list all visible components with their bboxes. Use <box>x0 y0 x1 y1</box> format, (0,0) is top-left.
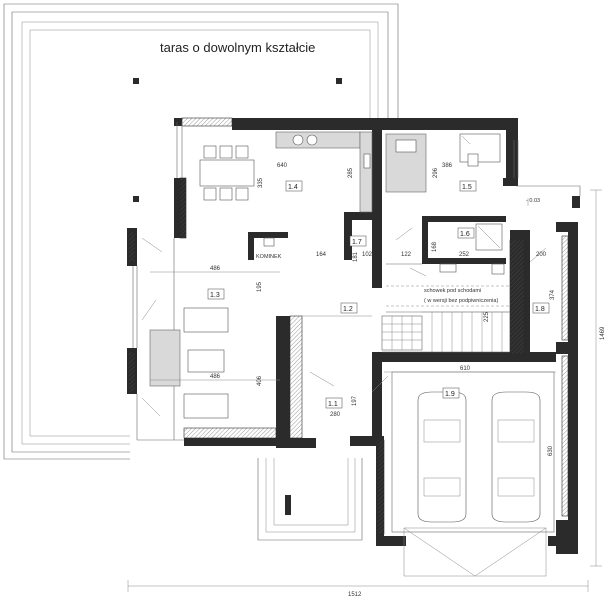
fireplace <box>248 232 288 260</box>
dim-1469: 1469 <box>600 326 606 340</box>
hatched-walls <box>128 117 569 535</box>
dim-122: 122 <box>401 252 412 258</box>
kitchen-counters <box>275 131 373 213</box>
dim-630: 630 <box>548 445 554 456</box>
dim-374: 374 <box>550 289 556 300</box>
dimension-lines <box>127 189 602 592</box>
dim-164: 164 <box>316 252 327 258</box>
bedroom-furniture <box>385 133 501 193</box>
dim-181: 181 <box>353 251 359 262</box>
dim-200: 200 <box>536 252 547 258</box>
dim-168: 168 <box>432 241 438 252</box>
dim-486-a: 486 <box>210 266 221 272</box>
terrace-pillars <box>133 78 342 202</box>
room-1-1: 1.1 <box>328 401 338 408</box>
entrance-steps <box>516 185 581 206</box>
dimension-labels: 640 335 285 386 296 486 486 164 181 102 … <box>210 163 606 598</box>
dim-285: 285 <box>348 167 354 178</box>
room-1-2: 1.2 <box>343 306 353 313</box>
terrace <box>3 3 399 460</box>
room-1-8: 1.8 <box>535 306 545 313</box>
storage-dashes <box>386 285 510 307</box>
room-labels: 1.4 1.5 1.6 1.7 1.3 1.2 1.8 1.1 1.9 <box>207 180 550 409</box>
dim-486-b: 486 <box>210 374 221 380</box>
dim-335: 335 <box>258 177 264 188</box>
dim-102: 102 <box>362 252 373 258</box>
dim-1512: 1512 <box>348 592 362 598</box>
dim-610: 610 <box>460 366 471 372</box>
room-1-5: 1.5 <box>462 184 472 191</box>
room-1-7: 1.7 <box>352 239 362 246</box>
dim-406: 406 <box>257 375 263 386</box>
living-furniture <box>149 307 229 419</box>
fireplace-label: KOMINEK <box>256 254 282 260</box>
door-swings <box>141 227 547 417</box>
dim-280: 280 <box>330 412 341 418</box>
interior-lines <box>132 122 519 441</box>
bathroom-fixtures <box>439 223 505 275</box>
level-mark: - 0.03 <box>526 198 540 204</box>
room-1-4: 1.4 <box>288 184 298 191</box>
dim-197: 197 <box>352 395 358 406</box>
dim-195: 195 <box>257 281 263 292</box>
dining-table <box>199 145 255 201</box>
dim-640: 640 <box>277 163 288 169</box>
dim-252: 252 <box>459 252 470 258</box>
garage <box>391 371 555 577</box>
dim-296: 296 <box>433 167 439 178</box>
storage-note-2: ( w wersji bez podpiwniczenia) <box>424 298 498 304</box>
room-1-9: 1.9 <box>445 391 455 398</box>
room-1-6: 1.6 <box>460 231 470 238</box>
dim-225: 225 <box>484 311 490 322</box>
dim-386: 386 <box>442 163 453 169</box>
storage-note-1: schowek pod schodami <box>424 288 481 294</box>
staircase <box>381 311 510 352</box>
terrace-label: taras o dowolnym kształcie <box>160 40 315 55</box>
room-1-3: 1.3 <box>210 292 220 299</box>
front-terrace <box>257 458 363 541</box>
